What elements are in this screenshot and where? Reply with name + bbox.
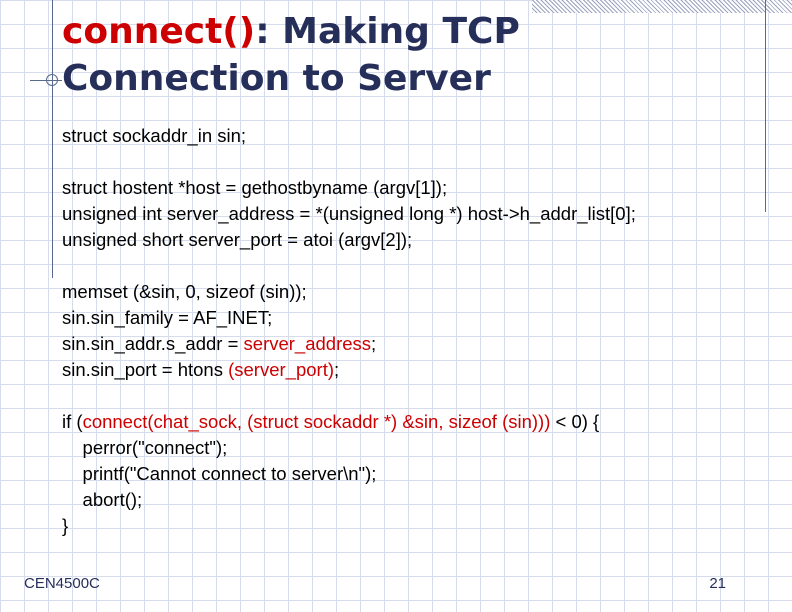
title-line1-rest: Making TCP xyxy=(269,11,520,52)
title-colon: : xyxy=(255,11,270,52)
code-line-sin-port: sin.sin_port = htons (server_port); xyxy=(62,357,636,383)
code-line-close-brace: } xyxy=(62,515,69,536)
code-line-sin-addr: sin.sin_addr.s_addr = server_address; xyxy=(62,331,636,357)
code-highlight-paren: ( xyxy=(228,359,235,380)
code-blank-line xyxy=(62,383,636,409)
code-block: struct sockaddr_in sin; struct hostent *… xyxy=(62,123,636,539)
title-line2: Connection to Server xyxy=(62,58,491,99)
code-text: ; xyxy=(371,333,377,354)
code-line-abort: abort(); xyxy=(62,489,143,510)
code-line-hostent: struct hostent *host = gethostbyname (ar… xyxy=(62,177,448,198)
code-line-server-address: unsigned int server_address = *(unsigned… xyxy=(62,203,636,224)
decorative-circle-marker xyxy=(46,74,58,86)
code-line-sin-family: sin.sin_family = AF_INET; xyxy=(62,307,273,328)
decorative-hatch-band xyxy=(532,0,792,13)
code-text: if xyxy=(62,411,77,432)
code-highlight-server-address: server_address xyxy=(243,333,372,354)
code-blank-line xyxy=(62,149,636,175)
code-line-sockaddr-decl: struct sockaddr_in sin; xyxy=(62,125,247,146)
code-highlight-paren: ) xyxy=(327,359,335,380)
code-line-perror: perror("connect"); xyxy=(62,437,228,458)
code-line-memset: memset (&sin, 0, sizeof (sin)); xyxy=(62,281,307,302)
code-highlight-paren: ) xyxy=(544,411,551,432)
code-highlight-server-port: server_port xyxy=(234,359,328,380)
code-line-if-connect: if (connect(chat_sock, (struct sockaddr … xyxy=(62,409,636,435)
code-line-printf: printf("Cannot connect to server\n"); xyxy=(62,463,377,484)
code-blank-line xyxy=(62,253,636,279)
code-text: < 0) { xyxy=(550,411,600,432)
decorative-vertical-line-left xyxy=(52,0,53,278)
title-function-name: connect() xyxy=(62,11,256,52)
footer-page-number: 21 xyxy=(709,575,726,592)
code-line-server-port: unsigned short server_port = atoi (argv[… xyxy=(62,229,413,250)
code-highlight-connect-call: connect(chat_sock, (struct sockaddr *) &… xyxy=(82,411,545,432)
code-text: sin.sin_addr.s_addr = xyxy=(62,333,244,354)
code-text: ( xyxy=(76,411,83,432)
slide-title: connect(): Making TCP Connection to Serve… xyxy=(62,8,520,102)
decorative-vertical-line-right xyxy=(765,0,766,212)
code-text: ; xyxy=(334,359,340,380)
footer-course-code: CEN4500C xyxy=(24,575,100,592)
code-text: sin.sin_port = htons xyxy=(62,359,229,380)
